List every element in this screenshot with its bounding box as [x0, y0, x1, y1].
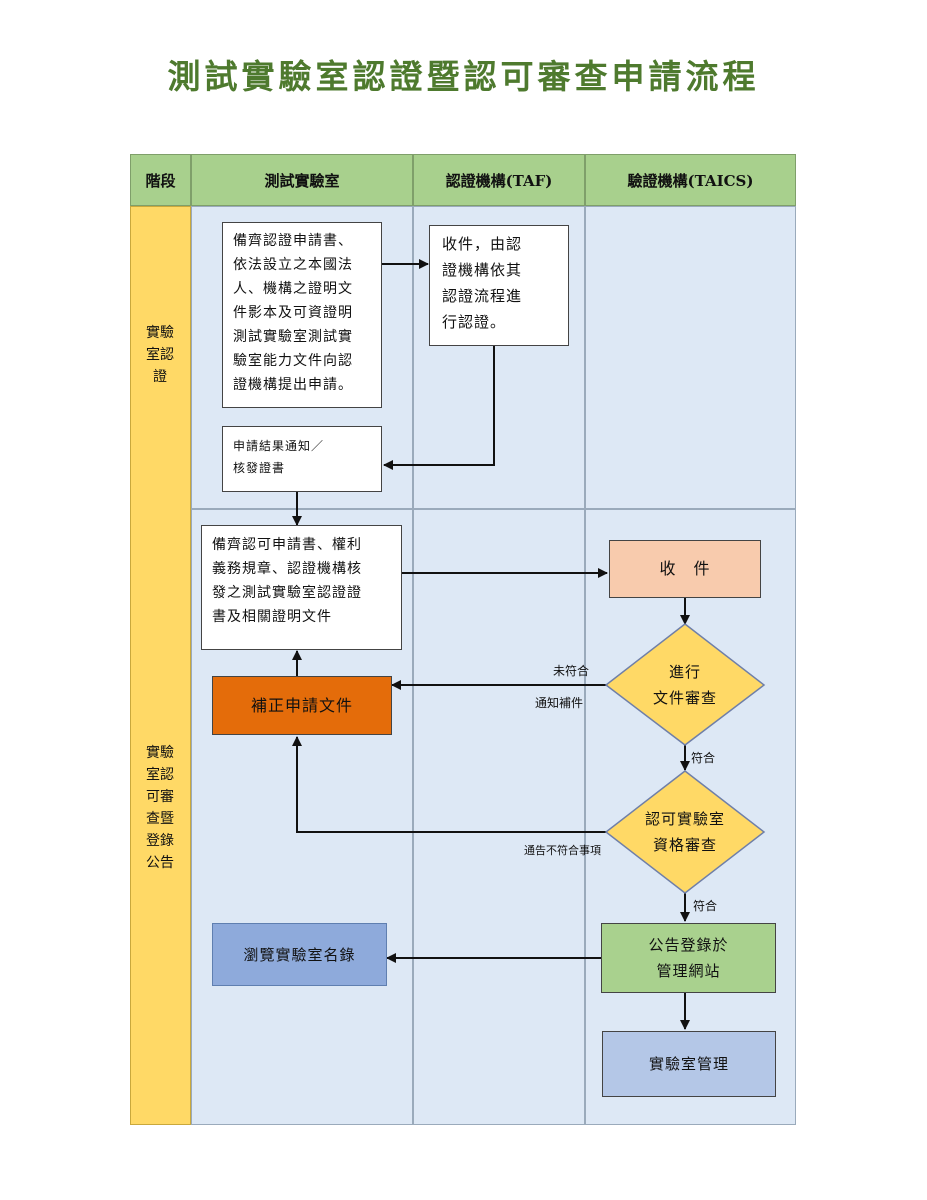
- stage-recognition-label: 實驗 室認 可審 查暨 登錄 公告: [146, 745, 174, 871]
- supplement-box: 補正申請文件: [212, 676, 392, 735]
- stage-accreditation-label: 實驗 室認 證: [146, 325, 174, 385]
- lab-mgmt-box: 實驗室管理: [602, 1031, 776, 1097]
- lane-taf-2: [413, 509, 585, 1125]
- label-notify-noncomply: 通告不符合事項: [524, 844, 601, 857]
- qual-review-diamond: [604, 770, 766, 894]
- recognition-apply-box: 備齊認可申請書、權利 義務規章、認證機構核 發之測試實驗室認證證 書及相關證明文…: [201, 525, 402, 650]
- publish-box: 公告登錄於 管理網站: [601, 923, 776, 993]
- stage-column: [130, 206, 191, 1125]
- header-taics: 驗證機構(TAICS): [585, 154, 796, 206]
- header-taf: 認證機構(TAF): [413, 154, 585, 206]
- header-stage: 階段: [130, 154, 191, 206]
- taf-receive-box: 收件，由認 證機構依其 認證流程進 行認證。: [429, 225, 569, 346]
- qual-review-text: 認可實驗室 資格審查: [644, 810, 725, 854]
- header-lab: 測試實驗室: [191, 154, 413, 206]
- label-notify-supplement: 通知補件: [535, 696, 584, 710]
- doc-review-text: 進行 文件審查: [652, 663, 717, 707]
- page-title: 測試實驗室認證暨認可審查申請流程: [167, 57, 760, 96]
- lab-accreditation-apply-box: 備齊認證申請書、 依法設立之本國法 人、機構之證明文 件影本及可資證明 測試實驗…: [222, 222, 382, 408]
- doc-review-diamond: [604, 623, 766, 746]
- browse-box: 瀏覽實驗室名錄: [212, 923, 387, 986]
- label-not-comply: 未符合: [553, 664, 590, 678]
- label-comply-2: 符合: [693, 899, 718, 913]
- result-notice-box: 申請結果通知／ 核發證書: [222, 426, 382, 492]
- lane-taics-1: [585, 206, 796, 509]
- label-comply-1: 符合: [691, 751, 716, 765]
- receive-box: 收 件: [609, 540, 761, 598]
